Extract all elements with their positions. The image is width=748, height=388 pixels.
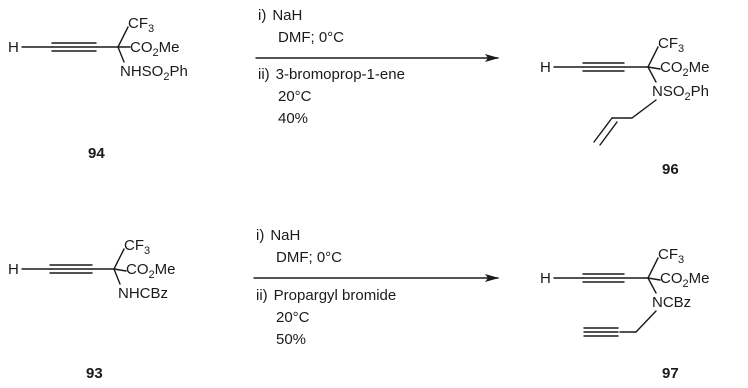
- step2-yield: 50%: [276, 331, 306, 348]
- compound-93: H CF3 CO2Me NHCBz 93: [8, 237, 175, 382]
- compound-label: 96: [662, 161, 679, 178]
- sulfonamide-group: NHSO2Ph: [120, 63, 188, 83]
- bond-to-amine: [647, 66, 657, 83]
- step1-text: i)NaH: [256, 227, 300, 244]
- alkyne-triple-bond: [582, 62, 625, 72]
- step1-conditions: DMF; 0°C: [276, 249, 342, 266]
- propargyl-chain: [583, 310, 657, 337]
- cf3-group: CF3: [658, 246, 684, 266]
- bond-to-ester: [647, 66, 661, 70]
- alkyne-triple-bond: [582, 273, 625, 283]
- step2-temperature: 20°C: [278, 88, 312, 105]
- cf3-group: CF3: [124, 237, 150, 257]
- hydrogen-atom: H: [540, 270, 551, 287]
- bond-to-cf3: [113, 248, 125, 270]
- allyl-chain: [593, 99, 657, 146]
- bond-to-amine: [113, 268, 121, 285]
- hydrogen-atom: H: [8, 39, 19, 56]
- conditions-reaction-2: i)NaH DMF; 0°C ii)Propargyl bromide 20°C…: [253, 227, 499, 348]
- hydrogen-atom: H: [8, 261, 19, 278]
- compound-97: H CF3 CO2Me NCBz 97: [540, 246, 709, 382]
- step2-temperature: 20°C: [276, 309, 310, 326]
- compound-94: H CF3 CO2Me NHSO2Ph 94: [8, 15, 188, 162]
- hydrogen-atom: H: [540, 59, 551, 76]
- bond-to-ester: [113, 268, 127, 272]
- step2-text: ii)3-bromoprop-1-ene: [258, 66, 405, 83]
- ester-group: CO2Me: [660, 270, 709, 290]
- step1-text: i)NaH: [258, 7, 302, 24]
- step2-text: ii)Propargyl bromide: [256, 287, 396, 304]
- bond-to-cf3: [117, 26, 129, 48]
- cf3-group: CF3: [128, 15, 154, 35]
- sulfonamide-group: NSO2Ph: [652, 83, 709, 103]
- ester-group: CO2Me: [130, 39, 179, 59]
- step1-conditions: DMF; 0°C: [278, 29, 344, 46]
- bond-to-amine: [117, 46, 125, 63]
- ester-group: CO2Me: [126, 261, 175, 281]
- ester-group: CO2Me: [660, 59, 709, 79]
- bond-to-ester: [647, 277, 661, 281]
- compound-label: 93: [86, 365, 103, 382]
- step2-yield: 40%: [278, 110, 308, 127]
- alkyne-triple-bond: [49, 264, 93, 274]
- compound-label: 94: [88, 145, 105, 162]
- compound-96: H CF3 CO2Me NSO2Ph 96: [540, 35, 709, 178]
- compound-label: 97: [662, 365, 679, 382]
- cf3-group: CF3: [658, 35, 684, 55]
- bond-to-amine: [647, 277, 657, 294]
- conditions-reaction-1: i)NaH DMF; 0°C ii)3-bromoprop-1-ene 20°C…: [255, 7, 499, 127]
- bond-to-cf3: [647, 257, 659, 279]
- carbamate-group: NHCBz: [118, 285, 168, 302]
- alkyne-triple-bond: [51, 42, 97, 52]
- bond-to-cf3: [647, 46, 659, 68]
- carbamate-group: NCBz: [652, 294, 691, 311]
